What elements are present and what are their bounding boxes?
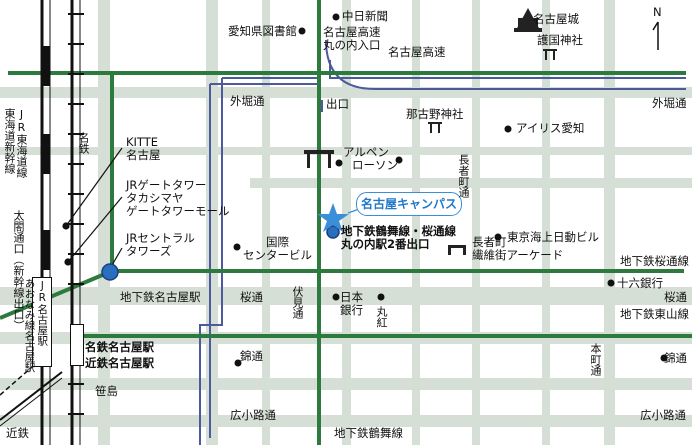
label-higashiyama: 地下鉄東山線 (620, 307, 689, 321)
label-lawson: ローソン (352, 158, 398, 172)
label-expressway-entrance: 名古屋高速 丸の内入口 (323, 25, 381, 52)
blue-star-icon (317, 203, 349, 232)
torii-icon (428, 49, 557, 133)
rail-lines (0, 0, 84, 445)
label-kitte: KITTE 名古屋 (126, 135, 161, 162)
label-tsurumai-line: 地下鉄鶴舞線 (334, 426, 403, 440)
arcade-gate-icon (304, 150, 466, 255)
label-sakura-dori-right: 桜通 (664, 290, 687, 304)
label-sakura-dori-left: 桜通 (240, 290, 263, 304)
campus-callout[interactable]: 名古屋キャンパス (356, 192, 462, 216)
label-aonami: あおなみ線名古屋駅 (23, 278, 36, 373)
label-gokoku: 護国神社 (537, 33, 583, 47)
label-chojamachi: 長者町 繊維街アーケード (472, 235, 564, 262)
label-exit: 出口 (326, 97, 349, 111)
label-iris: アイリス愛知 (516, 121, 585, 135)
label-marubeni: 丸紅 (375, 306, 388, 328)
compass-label: N (653, 5, 662, 19)
label-alpen: アルペン (343, 145, 389, 159)
label-naganomachi-dori: 長者町通 (457, 154, 470, 198)
station-circle-icon (101, 263, 119, 281)
label-honmachi: 本町通 (589, 343, 602, 376)
label-fushimi-dori: 伏見通 (291, 286, 304, 319)
label-sakura-line-right: 地下鉄桜通線 (620, 254, 689, 268)
label-nagoyajo: 名古屋城 (533, 12, 579, 26)
label-tokio-marine: 東京海上日動ビル (507, 230, 599, 244)
label-shinkansen: 東海道新幹線 (3, 108, 16, 174)
label-kintetsu: 近鉄名古屋駅 (85, 356, 154, 370)
label-sotobori-right: 外堀通 (652, 96, 687, 110)
jr-nagoya-station-box[interactable]: JR名古屋駅 (32, 277, 52, 367)
label-taiko: 太閤通口（新幹線出口） (12, 210, 25, 331)
label-sotobori-left: 外堀通 (230, 94, 265, 108)
label-meitetsu-vertical: 名鉄 (77, 132, 90, 154)
label-jr-gate: JRゲートタワー タカシマヤ ゲートタワーモール (126, 178, 230, 218)
label-expressway: 名古屋高速 (388, 45, 446, 59)
label-nishiki-right: 錦通 (664, 351, 687, 365)
label-exit-station[interactable]: 地下鉄鶴舞線・桜通線 丸の内駅2番出口 (341, 224, 456, 251)
label-juroku: 十六銀行 (617, 276, 663, 290)
meitetsu-station-box (70, 324, 84, 366)
leader-lines (62, 147, 123, 273)
compass-arrow-icon (652, 21, 659, 50)
label-nakanichi: 中日新聞 (342, 9, 388, 23)
label-meitetsu: 名鉄名古屋駅 (85, 340, 154, 354)
label-library: 愛知県図書館 (228, 24, 297, 38)
label-boj: 日本 銀行 (340, 290, 363, 317)
jr-station-label: JR名古屋駅 (36, 280, 49, 346)
label-jr-central: JRセントラル タワーズ (126, 231, 195, 258)
label-kintetsu-line: 近鉄 (6, 426, 29, 440)
label-hirokoji-right: 広小路通 (640, 408, 686, 422)
label-kokusai: 国際 センタービル (243, 235, 312, 262)
label-hirokoji-left: 広小路通 (230, 408, 276, 422)
label-nishiki-left: 錦通 (240, 349, 263, 363)
castle-icon (514, 8, 542, 32)
label-jr-line: JR東海道線 (15, 108, 28, 178)
label-nagoya-shrine: 那古野神社 (406, 107, 464, 121)
label-sasashima: 笹島 (95, 384, 118, 398)
exit-circle-icon (326, 225, 340, 239)
label-meitetsu-station: 地下鉄名古屋駅 (120, 290, 201, 304)
poi-dots (233, 13, 668, 367)
